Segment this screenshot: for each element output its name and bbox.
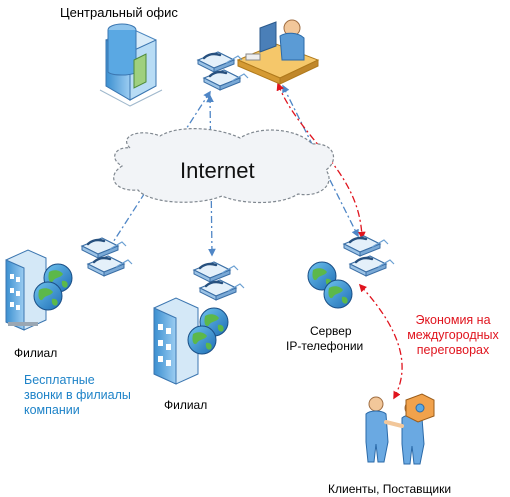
branch-middle-label: Филиал xyxy=(164,398,208,412)
operator-desk-icon xyxy=(236,19,320,85)
internet-label: Internet xyxy=(180,158,255,183)
globe-icon xyxy=(307,261,353,309)
branch-server-icon xyxy=(153,297,199,385)
ip-phone-icon xyxy=(192,260,246,302)
branch-left-label: Филиал xyxy=(14,346,58,360)
free-calls-line: Бесплатные xyxy=(24,373,95,387)
free-calls-note: Бесплатные звонки в филиалы компании xyxy=(24,373,131,418)
server-label-line1: Сервер xyxy=(310,324,352,338)
branch-server-icon xyxy=(5,249,47,331)
server-label-line2: IP-телефонии xyxy=(286,339,364,353)
savings-line: Экономия на xyxy=(415,313,491,327)
internet-cloud xyxy=(113,128,335,204)
savings-note: Экономия на междугородных переговорах xyxy=(398,313,508,358)
savings-line: междугородных xyxy=(407,328,499,342)
ip-phone-icon xyxy=(196,50,250,92)
red-links xyxy=(276,82,403,400)
clients-label: Клиенты, Поставщики xyxy=(328,482,452,496)
savings-line: переговорах xyxy=(416,343,490,357)
free-calls-line: звонки в филиалы xyxy=(24,388,131,402)
link-server-to-clients xyxy=(358,283,403,400)
central-office-label: Центральный офис xyxy=(60,5,178,20)
office-building-icon xyxy=(99,23,163,107)
people-handshake-icon xyxy=(365,393,435,465)
link-operator-to-server xyxy=(276,82,366,240)
free-calls-line: компании xyxy=(24,403,80,417)
ip-phone-icon xyxy=(342,234,396,278)
ip-phone-icon xyxy=(80,236,134,278)
